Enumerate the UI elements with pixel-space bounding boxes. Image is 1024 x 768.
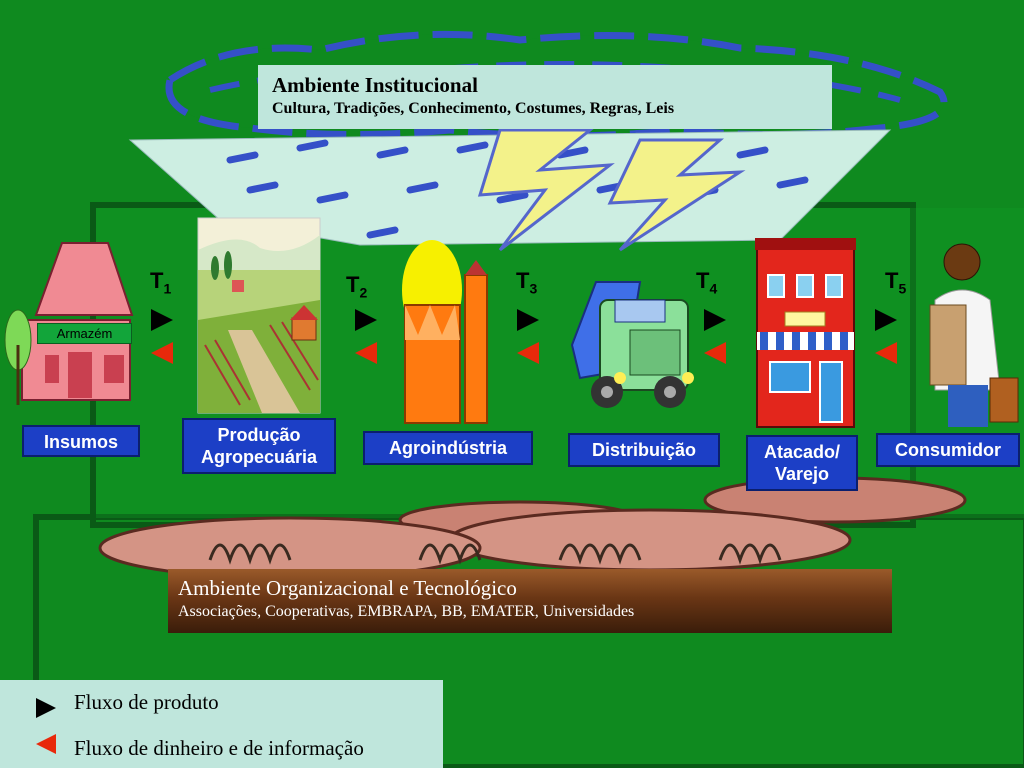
black-arrow-icon	[36, 698, 56, 718]
rocks-icon	[98, 476, 967, 580]
institutional-environment-box: Ambiente Institucional Cultura, Tradiçõe…	[258, 65, 832, 129]
product-arrow-t3	[517, 309, 539, 331]
money-arrow-t1	[151, 342, 173, 364]
truck-icon	[570, 281, 694, 408]
stage-label-atacado-varejo: Atacado/Varejo	[746, 435, 858, 491]
legend-money-info-flow-text: Fluxo de dinheiro e de informação	[74, 736, 364, 760]
farm-icon	[197, 217, 321, 414]
lightning-icon	[477, 128, 746, 252]
stage-label-consumidor: Consumidor	[876, 433, 1020, 467]
transaction-label-t3: T3	[516, 268, 538, 297]
legend: Fluxo de produto Fluxo de dinheiro e de …	[0, 680, 443, 768]
product-arrow-t1	[151, 309, 173, 331]
institutional-subtitle: Cultura, Tradições, Conhecimento, Costum…	[272, 100, 675, 117]
organizational-title: Ambiente Organizacional e Tecnológico	[178, 576, 517, 600]
red-arrow-icon	[36, 734, 56, 754]
stage-label-agroindustria: Agroindústria	[363, 431, 533, 465]
money-arrow-t2	[355, 342, 377, 364]
product-arrow-t4	[704, 309, 726, 331]
stage-label-distribuicao: Distribuição	[568, 433, 720, 467]
warehouse-sign: Armazém	[37, 323, 132, 344]
transaction-label-t4: T4	[696, 268, 718, 297]
money-arrow-t3	[517, 342, 539, 364]
legend-product-flow-text: Fluxo de produto	[74, 690, 219, 714]
money-arrow-t4	[704, 342, 726, 364]
institutional-title: Ambiente Institucional	[272, 73, 478, 97]
organizational-subtitle: Associações, Cooperativas, EMBRAPA, BB, …	[178, 603, 635, 620]
stage-label-insumos: Insumos	[22, 425, 140, 457]
factory-icon	[402, 240, 488, 424]
product-arrow-t5	[875, 309, 897, 331]
transaction-label-t1: T1	[150, 268, 172, 297]
transaction-label-t5: T5	[885, 268, 907, 297]
organizational-environment-box: Ambiente Organizacional e Tecnológico As…	[168, 569, 892, 633]
product-arrow-t2	[355, 309, 377, 331]
store-icon	[755, 238, 856, 428]
money-arrow-t5	[875, 342, 897, 364]
consumer-icon	[929, 243, 1019, 427]
transaction-label-t2: T2	[346, 272, 368, 301]
